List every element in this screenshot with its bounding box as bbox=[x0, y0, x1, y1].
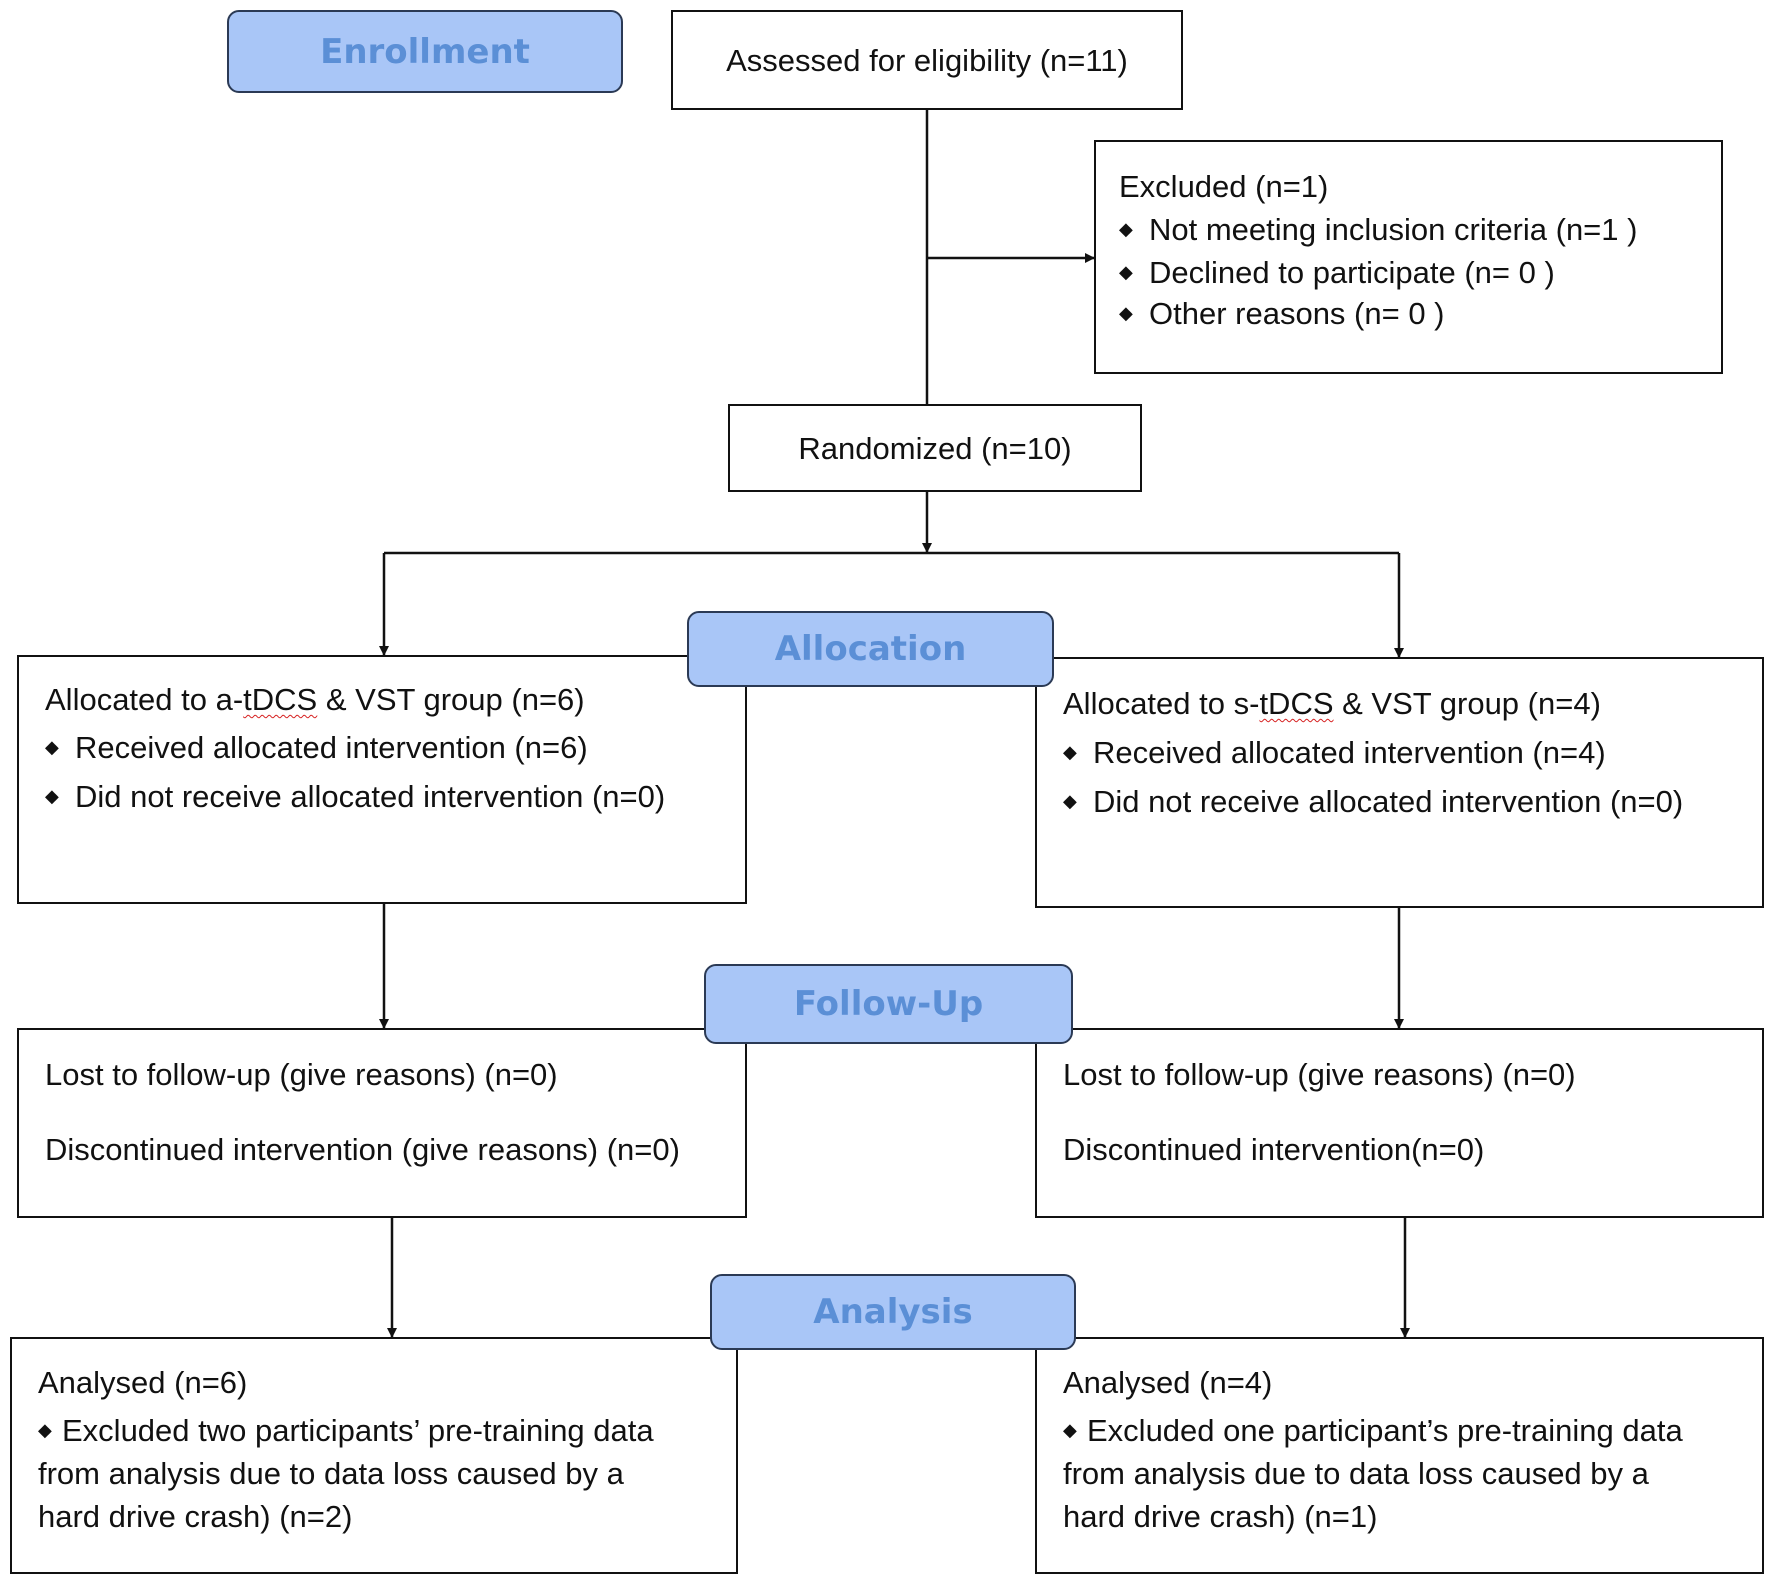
right-discontinued: Discontinued intervention(n=0) bbox=[1063, 1132, 1485, 1167]
diamond-bullet-icon: ◆ bbox=[1063, 1419, 1077, 1440]
right-analysis-note: from analysis due to data loss caused by… bbox=[1063, 1456, 1649, 1491]
right-analysis-note: ◆Excluded one participant’s pre-training… bbox=[1063, 1413, 1683, 1448]
excluded-item: ◆Not meeting inclusion criteria (n=1 ) bbox=[1119, 212, 1638, 247]
right-allocation-item: ◆Received allocated intervention (n=4) bbox=[1063, 735, 1606, 770]
diamond-bullet-icon: ◆ bbox=[45, 736, 59, 757]
left-allocation-item: ◆Received allocated intervention (n=6) bbox=[45, 730, 588, 765]
follow-up-label: Follow-Up bbox=[793, 984, 984, 1024]
right-analysed-title: Analysed (n=4) bbox=[1063, 1365, 1273, 1400]
assessed-box: Assessed for eligibility (n=11) bbox=[671, 10, 1183, 110]
enrollment-stage-label: Enrollment bbox=[227, 10, 623, 93]
left-analysis-box: Analysed (n=6) ◆Excluded two participant… bbox=[10, 1337, 738, 1574]
right-analysis-note: hard drive crash) (n=1) bbox=[1063, 1499, 1378, 1534]
left-analysed-title: Analysed (n=6) bbox=[38, 1365, 248, 1400]
excluded-item: ◆Declined to participate (n= 0 ) bbox=[1119, 255, 1555, 290]
left-lost-to-follow-up: Lost to follow-up (give reasons) (n=0) bbox=[45, 1057, 558, 1092]
left-analysis-note: ◆Excluded two participants’ pre-training… bbox=[38, 1413, 654, 1448]
enrollment-label: Enrollment bbox=[320, 31, 530, 72]
left-discontinued: Discontinued intervention (give reasons)… bbox=[45, 1132, 680, 1167]
diamond-bullet-icon: ◆ bbox=[1063, 741, 1077, 762]
analysis-label: Analysis bbox=[813, 1292, 973, 1332]
right-allocation-box: Allocated to s-tDCS & VST group (n=4) ◆R… bbox=[1035, 657, 1764, 908]
right-allocation-title: Allocated to s-tDCS & VST group (n=4) bbox=[1063, 686, 1601, 721]
right-lost-to-follow-up: Lost to follow-up (give reasons) (n=0) bbox=[1063, 1057, 1576, 1092]
diamond-bullet-icon: ◆ bbox=[1119, 261, 1133, 282]
right-allocation-item: ◆Did not receive allocated intervention … bbox=[1063, 784, 1684, 819]
analysis-stage-label: Analysis bbox=[710, 1274, 1076, 1350]
diamond-bullet-icon: ◆ bbox=[38, 1419, 52, 1440]
right-analysis-box: Analysed (n=4) ◆Excluded one participant… bbox=[1035, 1337, 1764, 1574]
diamond-bullet-icon: ◆ bbox=[1063, 790, 1077, 811]
left-allocation-item: ◆Did not receive allocated intervention … bbox=[45, 779, 666, 814]
diamond-bullet-icon: ◆ bbox=[45, 785, 59, 806]
allocation-stage-label: Allocation bbox=[687, 611, 1054, 687]
left-analysis-note: hard drive crash) (n=2) bbox=[38, 1499, 353, 1534]
excluded-box: Excluded (n=1) ◆Not meeting inclusion cr… bbox=[1094, 140, 1723, 374]
assessed-text: Assessed for eligibility (n=11) bbox=[726, 42, 1128, 78]
left-follow-up-box: Lost to follow-up (give reasons) (n=0) D… bbox=[17, 1028, 747, 1218]
left-allocation-box: Allocated to a-tDCS & VST group (n=6) ◆R… bbox=[17, 655, 747, 904]
randomized-text: Randomized (n=10) bbox=[798, 430, 1072, 466]
randomized-box: Randomized (n=10) bbox=[728, 404, 1142, 492]
follow-up-stage-label: Follow-Up bbox=[704, 964, 1073, 1044]
diamond-bullet-icon: ◆ bbox=[1119, 218, 1133, 239]
diamond-bullet-icon: ◆ bbox=[1119, 302, 1133, 323]
left-analysis-note: from analysis due to data loss caused by… bbox=[38, 1456, 624, 1491]
excluded-title: Excluded (n=1) bbox=[1119, 169, 1329, 204]
excluded-item: ◆Other reasons (n= 0 ) bbox=[1119, 296, 1445, 331]
right-follow-up-box: Lost to follow-up (give reasons) (n=0) D… bbox=[1035, 1028, 1764, 1218]
left-allocation-title: Allocated to a-tDCS & VST group (n=6) bbox=[45, 682, 585, 717]
allocation-label: Allocation bbox=[774, 629, 967, 669]
